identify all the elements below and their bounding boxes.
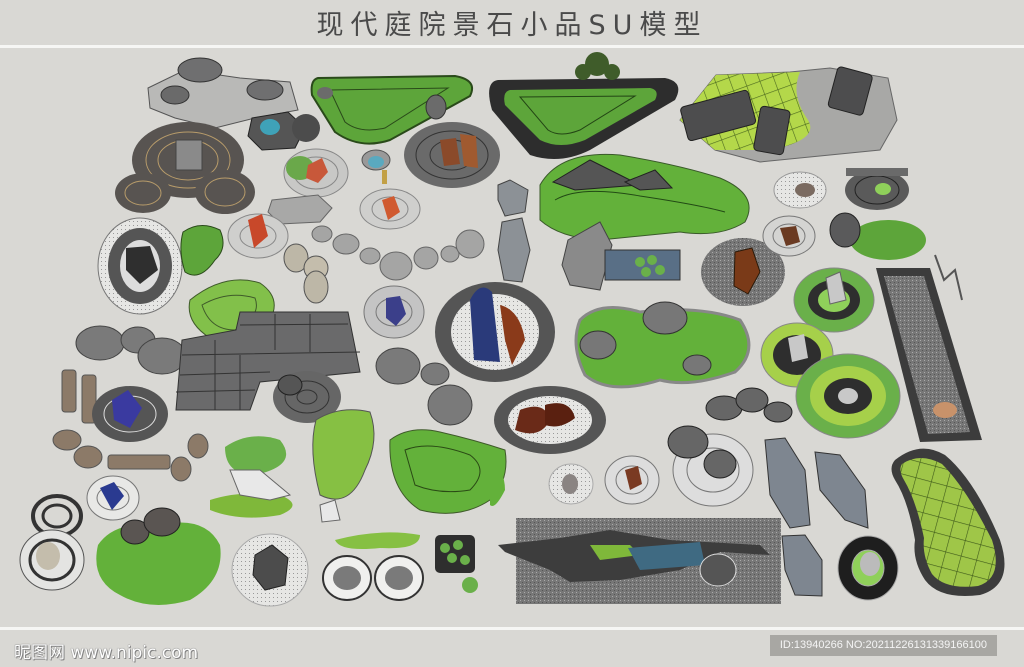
raked-circle-with-red-rock[interactable] xyxy=(227,213,289,259)
title-bar: 现代庭院景石小品SU模型 xyxy=(0,0,1024,44)
lawn-with-boulders[interactable] xyxy=(96,507,221,605)
oval-gravel-with-red-rocks[interactable] xyxy=(494,386,606,454)
page-title: 现代庭院景石小品SU模型 xyxy=(316,9,708,41)
raked-circle-with-boulders[interactable] xyxy=(667,425,754,507)
gravel-circle-with-amber-crystal[interactable] xyxy=(701,238,785,306)
rounded-lawn-with-pine-tree[interactable] xyxy=(489,52,679,159)
lime-grid-lawn-with-slab-rocks[interactable] xyxy=(679,66,898,163)
raked-circle-with-orange-rock[interactable] xyxy=(359,188,421,230)
gravel-circle-with-crystal-rocks[interactable] xyxy=(404,122,500,188)
stacked-rock-cluster[interactable] xyxy=(147,57,299,129)
concentric-rings-with-rock[interactable] xyxy=(19,494,85,591)
triangle-lawn-with-rocks[interactable] xyxy=(310,74,474,145)
model-canvas xyxy=(0,48,1024,627)
rock-with-round-pool[interactable] xyxy=(247,111,320,151)
stepping-stone-ovals-right[interactable] xyxy=(375,347,473,426)
double-ring-lawns-with-stones[interactable] xyxy=(760,322,901,439)
footer: 昵图网 www.nipic.com ID:13940266 NO:2021122… xyxy=(0,631,1024,667)
rock-and-concentric-paving[interactable] xyxy=(273,371,341,423)
stone-paving-grid[interactable] xyxy=(175,311,361,411)
origami-deer-on-lawn[interactable] xyxy=(210,436,420,549)
gravel-bed-with-stream[interactable] xyxy=(498,518,781,604)
boulder-stack[interactable] xyxy=(283,243,329,304)
lawn-island-small[interactable] xyxy=(180,225,224,276)
tall-slate-rock[interactable] xyxy=(497,217,531,283)
zen-gravel-circles-with-rocks[interactable] xyxy=(115,122,255,214)
small-pond-with-lamp[interactable] xyxy=(361,149,391,184)
crystal-in-raked-circle[interactable] xyxy=(363,285,425,339)
lawn-with-flat-rocks[interactable] xyxy=(574,301,751,389)
rock-cluster-grey[interactable] xyxy=(705,387,793,423)
slate-slabs[interactable] xyxy=(764,437,869,597)
curvy-lawn-with-rock-ridges[interactable] xyxy=(539,153,750,241)
bottom-divider xyxy=(0,627,1024,630)
small-white-gravel-circle[interactable] xyxy=(548,463,594,505)
stone-plank-small[interactable] xyxy=(497,179,529,217)
hexagon-stepping-slab[interactable] xyxy=(267,194,333,225)
oval-stepping-stones[interactable] xyxy=(75,325,204,376)
ringed-lawn-with-stone-sculpture[interactable] xyxy=(793,267,875,333)
gravel-ring-with-rock[interactable] xyxy=(773,168,909,210)
long-gravel-bed-with-tree[interactable] xyxy=(876,254,982,442)
ringed-planter-with-rock[interactable] xyxy=(837,535,899,601)
image-id-badge: ID:13940266 NO:20211226131339166100 xyxy=(769,635,997,656)
top-divider xyxy=(0,45,1024,48)
stepping-stone-path[interactable] xyxy=(311,225,485,281)
oval-gravel-with-blue-sculpture[interactable] xyxy=(435,282,555,382)
lawn-edge-partial[interactable] xyxy=(490,460,505,506)
blue-crystal-rock-circles[interactable] xyxy=(86,386,168,521)
site-watermark: 昵图网 www.nipic.com xyxy=(14,643,199,663)
raked-circle-with-gem-rock[interactable] xyxy=(604,455,660,505)
raked-circle-with-colored-rock[interactable] xyxy=(283,148,349,198)
lotus-planter[interactable] xyxy=(435,535,478,593)
rock-beside-green-oval[interactable] xyxy=(829,212,926,260)
kidney-lawns[interactable] xyxy=(312,409,507,514)
ringed-stone-basins[interactable] xyxy=(322,555,424,601)
rectangular-lotus-pool-with-rock[interactable] xyxy=(561,221,681,291)
kidney-grid-lawn[interactable] xyxy=(891,448,1005,596)
raked-circle-with-polyhedron-rock[interactable] xyxy=(231,533,309,607)
raked-circle-with-brown-rock[interactable] xyxy=(762,215,816,257)
oval-gravel-with-dark-rock[interactable] xyxy=(97,217,183,315)
